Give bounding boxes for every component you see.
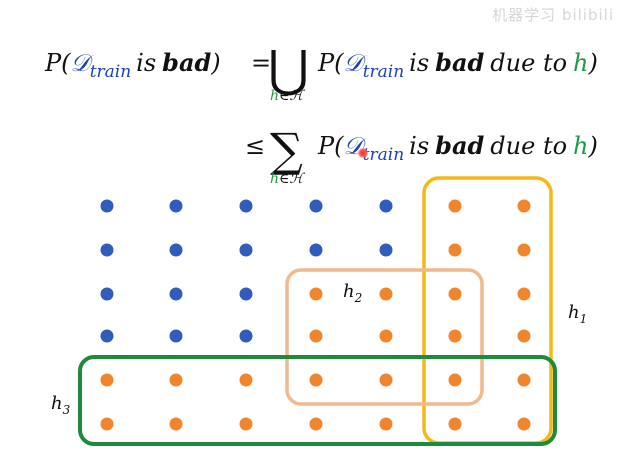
- good-sample-dot: [309, 243, 323, 257]
- bad-sample-dot: [448, 199, 462, 213]
- train-subscript: train: [90, 62, 131, 82]
- bad-sample-dot: [309, 329, 323, 343]
- sum-operator: ∑: [270, 123, 303, 177]
- is-word: is: [136, 49, 156, 77]
- bad-sample-dot: [448, 287, 462, 301]
- bad-sample-dot: [448, 417, 462, 431]
- bad-sample-dot: [379, 373, 393, 387]
- good-sample-dot: [309, 199, 323, 213]
- good-sample-dot: [169, 243, 183, 257]
- bad-sample-dot: [100, 417, 114, 431]
- le-sign: ≤: [245, 132, 265, 160]
- good-sample-dot: [169, 329, 183, 343]
- bad-sample-dot: [448, 329, 462, 343]
- bad-sample-dot: [517, 417, 531, 431]
- bad-sample-dot: [517, 329, 531, 343]
- bad-sample-dot: [309, 373, 323, 387]
- equals-sign: =: [251, 49, 271, 77]
- good-sample-dot: [379, 243, 393, 257]
- prob-symbol: P: [44, 49, 62, 77]
- bad-sample-dot: [239, 417, 253, 431]
- h3-label: h3: [51, 393, 71, 417]
- bad-sample-dot: [100, 373, 114, 387]
- bad-sample-dot: [517, 287, 531, 301]
- bad-sample-dot: [517, 243, 531, 257]
- bad-sample-dot: [517, 199, 531, 213]
- bad-sample-dot: [448, 373, 462, 387]
- union-operator: ⋃: [268, 40, 309, 98]
- h3-box: [78, 355, 557, 446]
- bad-sample-dot: [239, 373, 253, 387]
- good-sample-dot: [239, 287, 253, 301]
- sum-subscript: h∈ℋ: [270, 171, 305, 187]
- bad-sample-dot: [379, 417, 393, 431]
- good-sample-dot: [239, 199, 253, 213]
- watermark: 机器学习 bilibili: [492, 6, 614, 24]
- bad-sample-dot: [379, 287, 393, 301]
- good-sample-dot: [239, 329, 253, 343]
- h2-label: h2: [343, 281, 362, 305]
- good-sample-dot: [169, 199, 183, 213]
- bad-sample-dot: [169, 373, 183, 387]
- due-to-words: due to: [490, 49, 567, 77]
- laser-pointer: [358, 148, 368, 158]
- bad-sample-dot: [309, 287, 323, 301]
- bad-sample-dot: [448, 243, 462, 257]
- bad-word: bad: [162, 48, 211, 77]
- h1-label: h1: [568, 302, 587, 326]
- h-symbol: h: [573, 49, 588, 77]
- sample-dots: [100, 199, 531, 431]
- good-sample-dot: [239, 243, 253, 257]
- bad-sample-dot: [309, 417, 323, 431]
- good-sample-dot: [379, 199, 393, 213]
- union-subscript: h∈ℋ: [270, 88, 305, 104]
- bad-sample-dot: [517, 373, 531, 387]
- bad-sample-dot: [169, 417, 183, 431]
- good-sample-dot: [100, 287, 114, 301]
- good-sample-dot: [169, 287, 183, 301]
- good-sample-dot: [100, 199, 114, 213]
- good-sample-dot: [100, 243, 114, 257]
- h2-box: [285, 268, 484, 406]
- good-sample-dot: [100, 329, 114, 343]
- bad-sample-dot: [379, 329, 393, 343]
